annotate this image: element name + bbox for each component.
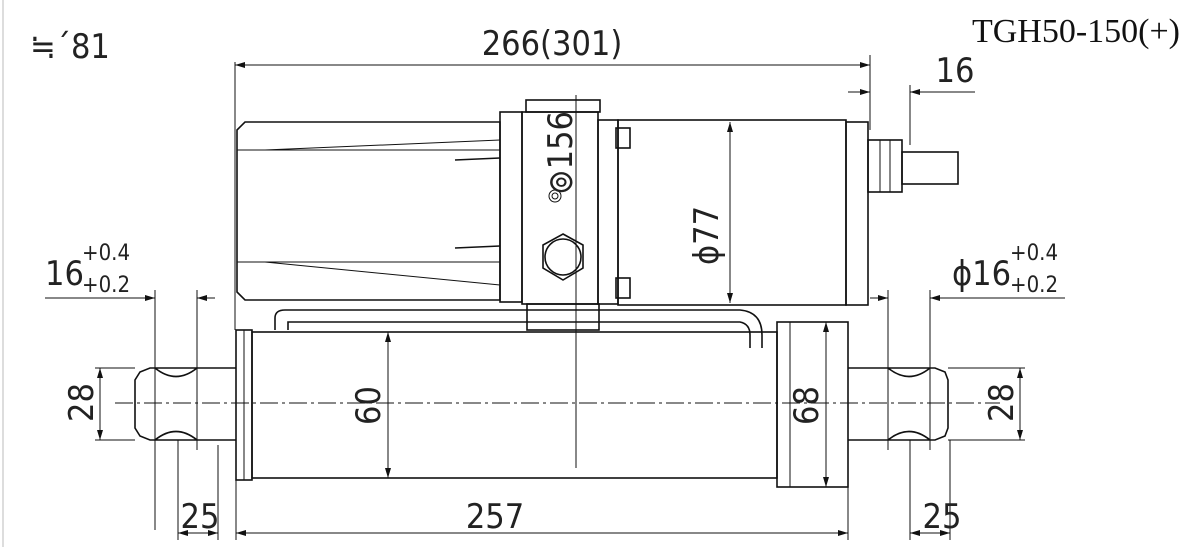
note-label: ≒´81 — [30, 27, 110, 67]
left-shaft-height-dimension: 28 — [62, 367, 135, 441]
svg-text:257: 257 — [466, 497, 524, 537]
svg-text:28: 28 — [982, 383, 1022, 422]
model-title: TGH50-150(+) — [972, 13, 1180, 50]
svg-text:25: 25 — [181, 497, 220, 537]
svg-text:+0.4: +0.4 — [82, 241, 130, 266]
cable-offset-dimension: 16 — [848, 51, 975, 145]
svg-text:16: 16 — [936, 51, 975, 91]
center-block: ⊚156 — [521, 99, 601, 331]
motor-body: ϕ77 — [597, 119, 959, 306]
svg-text:60: 60 — [349, 386, 389, 425]
svg-text:16: 16 — [45, 254, 84, 294]
svg-text:28: 28 — [62, 383, 102, 422]
svg-text:+0.4: +0.4 — [1010, 241, 1058, 266]
svg-text:68: 68 — [787, 386, 827, 425]
svg-text:⊚156: ⊚156 — [541, 111, 581, 195]
svg-text:+0.2: +0.2 — [82, 273, 130, 298]
tube-diameter-dimension: 60 — [349, 332, 391, 478]
housing-diameter-dimension: 68 — [787, 322, 829, 487]
bracket-tube — [274, 309, 763, 348]
bottom-dimensions: 25 257 25 — [177, 440, 962, 540]
right-shaft-height-dimension: 28 — [948, 367, 1025, 441]
svg-text:ϕ77: ϕ77 — [687, 206, 727, 265]
svg-text:+0.2: +0.2 — [1010, 273, 1058, 298]
svg-text:266(301): 266(301) — [482, 24, 623, 64]
svg-text:ϕ16: ϕ16 — [952, 254, 1011, 294]
left-shaft-width-dimension: 16 +0.4 +0.2 — [45, 241, 215, 530]
svg-text:25: 25 — [923, 497, 962, 537]
right-shaft-width-dimension: ϕ16 +0.4 +0.2 — [870, 241, 1065, 450]
overall-length-dimension: 266(301) — [234, 24, 871, 330]
right-shaft — [848, 367, 949, 441]
gearbox-housing — [236, 111, 523, 303]
left-shaft — [134, 367, 236, 441]
roller-tube — [235, 321, 849, 488]
